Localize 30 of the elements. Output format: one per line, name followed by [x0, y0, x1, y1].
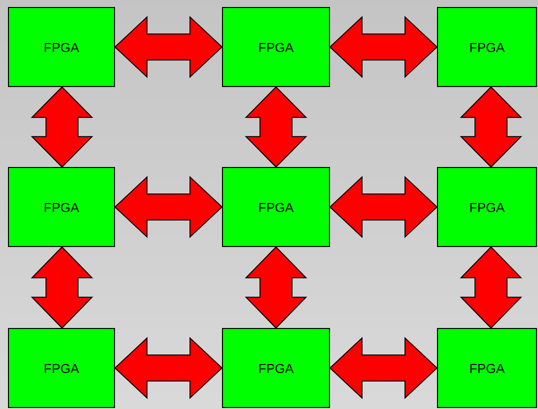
box-label: FPGA	[469, 200, 505, 214]
double-arrow	[329, 336, 438, 400]
box-label: FPGA	[258, 360, 294, 376]
process-box	[222, 328, 330, 408]
process-box	[8, 7, 115, 87]
process-box	[437, 7, 537, 87]
box-label: FPGA	[469, 360, 505, 376]
process-box	[8, 167, 115, 247]
double-arrow	[460, 246, 522, 329]
process-box	[437, 167, 537, 247]
process-box	[222, 167, 330, 247]
box-label: FPGA	[44, 200, 80, 214]
box-label: FPGA	[44, 360, 80, 376]
process-box	[8, 328, 115, 408]
double-arrow	[114, 176, 223, 238]
double-arrow	[460, 86, 522, 168]
box-label: FPGA	[44, 40, 80, 54]
process-box	[437, 328, 537, 408]
box-label: FPGA	[469, 40, 505, 54]
process-box	[222, 7, 330, 87]
box-label: FPGA	[258, 40, 294, 54]
double-arrow	[30, 246, 94, 329]
double-arrow	[329, 176, 438, 238]
double-arrow	[114, 336, 223, 400]
double-arrow	[244, 86, 308, 168]
double-arrow	[30, 86, 94, 168]
double-arrow	[329, 16, 438, 78]
double-arrow	[114, 16, 223, 78]
double-arrow	[244, 246, 308, 329]
box-label: FPGA	[258, 200, 294, 214]
